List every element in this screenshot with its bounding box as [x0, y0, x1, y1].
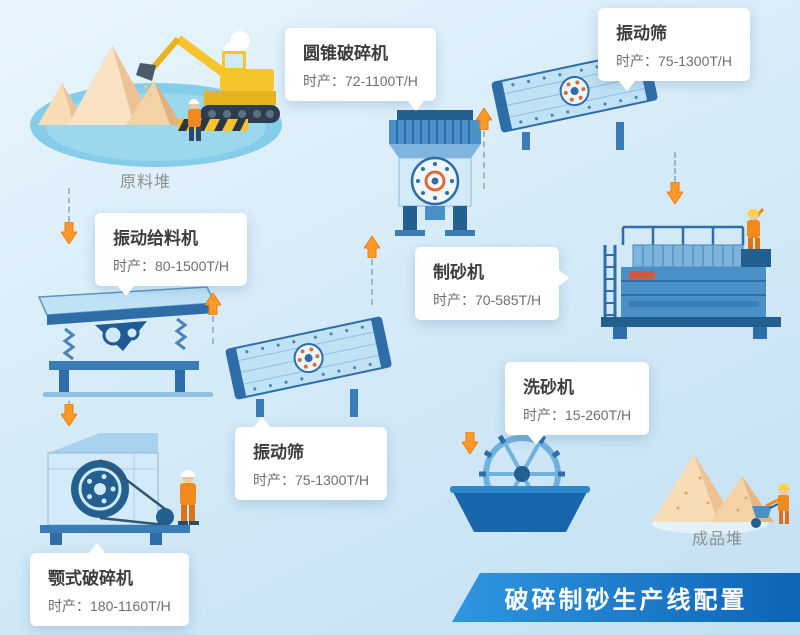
title-banner: 破碎制砂生产线配置 — [452, 573, 800, 622]
label-card-jaw-crusher: 颚式破碎机 时产：180-1160T/H — [30, 543, 189, 626]
label-card-sand-maker: 制砂机 时产：70-585T/H — [415, 247, 570, 320]
card-pointer — [253, 417, 271, 428]
label-card-cone-crusher: 圆锥破碎机 时产：72-1100T/H — [285, 28, 436, 111]
label-card-washer: 洗砂机 时产：15-260T/H — [505, 362, 650, 445]
flow-arrow-down — [60, 403, 78, 427]
flow-arrow-up — [204, 292, 222, 316]
flow-connector — [212, 316, 214, 344]
flow-arrow-down — [60, 221, 78, 245]
machine-name: 振动给料机 — [113, 229, 198, 248]
machine-name: 振动筛 — [616, 24, 667, 43]
flow-connector — [371, 259, 373, 305]
flow-connector — [68, 188, 70, 222]
label-card-screen-top: 振动筛 时产：75-1300T/H — [598, 8, 750, 91]
machine-name: 圆锥破碎机 — [303, 44, 388, 63]
label-card-feeder: 振动给料机 时产：80-1500T/H — [95, 213, 247, 296]
machine-name: 洗砂机 — [523, 378, 574, 397]
label-card-screen-mid: 振动筛 时产：75-1300T/H — [235, 417, 387, 500]
sand-washer-illustration — [450, 432, 590, 537]
flow-arrow-down — [461, 431, 479, 455]
raw-pile-label: 原料堆 — [120, 174, 172, 191]
machine-capacity: 时产：72-1100T/H — [303, 73, 418, 89]
vibrating-feeder-illustration — [35, 283, 220, 401]
sand-maker-illustration — [593, 205, 793, 345]
machine-capacity: 时产：15-260T/H — [523, 407, 632, 423]
raw-material-pile-illustration — [28, 5, 288, 175]
card-pointer — [407, 100, 425, 111]
machine-capacity: 时产：75-1300T/H — [616, 53, 732, 69]
machine-capacity: 时产：70-585T/H — [433, 292, 542, 308]
machine-capacity: 时产：75-1300T/H — [253, 472, 369, 488]
machine-name: 制砂机 — [433, 263, 484, 282]
flow-connector — [674, 152, 676, 182]
product-pile-label: 成品堆 — [692, 531, 744, 548]
banner-title: 破碎制砂生产线配置 — [504, 587, 748, 614]
machine-name: 振动筛 — [253, 443, 304, 462]
machine-name: 颚式破碎机 — [48, 569, 133, 588]
product-pile-illustration — [648, 438, 798, 538]
vibrating-screen-mid-illustration — [222, 305, 397, 423]
machine-capacity: 时产：80-1500T/H — [113, 258, 229, 274]
card-pointer — [117, 285, 135, 296]
card-pointer — [618, 80, 636, 91]
card-pointer — [558, 269, 570, 287]
flow-connector — [68, 392, 70, 406]
card-pointer — [88, 543, 106, 554]
flow-arrow-up — [475, 107, 493, 131]
jaw-crusher-illustration — [30, 425, 205, 550]
cone-crusher-illustration — [375, 108, 495, 243]
card-pointer — [527, 434, 545, 445]
flow-arrow-up — [363, 235, 381, 259]
flow-connector — [483, 131, 485, 189]
machine-capacity: 时产：180-1160T/H — [48, 598, 171, 614]
flow-arrow-down — [666, 181, 684, 205]
